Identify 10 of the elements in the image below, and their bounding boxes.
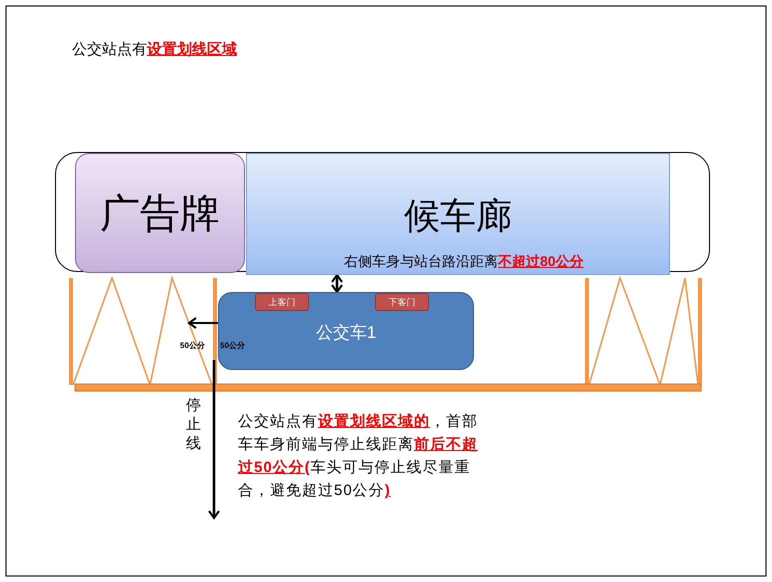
stop-line-label: 停止线	[186, 396, 202, 453]
door-box: 下客门	[375, 293, 429, 311]
door-box: 上客门	[255, 293, 309, 311]
dimension-label: 50公分	[220, 340, 245, 351]
note-text: 公交站点有设置划线区域的，首部车车身前端与停止线距离前后不超过50公分(车头可与停止线尽量重合，避免超过50公分)	[238, 412, 478, 501]
title: 公交站点有设置划线区域	[72, 40, 237, 59]
billboard-box: 广告牌	[75, 153, 245, 273]
arrow	[331, 274, 343, 293]
note-text: 右侧车身与站台路沿距离不超过80公分	[344, 253, 584, 271]
platform-box	[55, 152, 710, 272]
